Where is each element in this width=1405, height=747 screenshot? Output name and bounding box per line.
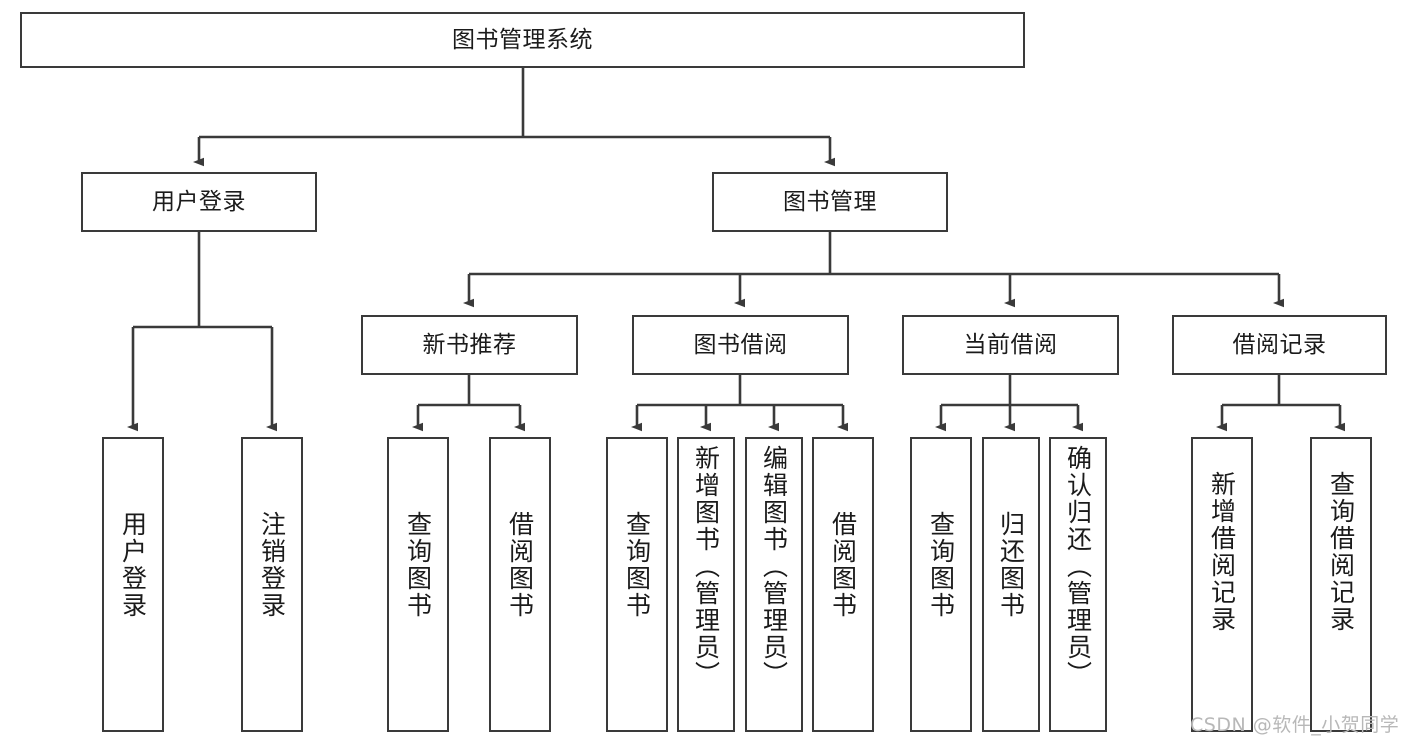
node-leaf-return-book-label: 归还图书 xyxy=(996,511,1026,619)
node-book-borrow-label: 图书借阅 xyxy=(693,331,788,358)
node-leaf-query-book-3[interactable]: 查询图书 xyxy=(910,437,972,732)
node-leaf-add-book-label: 新增图书（管理员） xyxy=(691,445,721,688)
node-leaf-logout-label: 注销登录 xyxy=(257,511,287,619)
node-leaf-query-record[interactable]: 查询借阅记录 xyxy=(1310,437,1372,732)
node-borrow-record[interactable]: 借阅记录 xyxy=(1172,315,1387,375)
node-leaf-query-book-2-label: 查询图书 xyxy=(622,511,652,619)
node-new-book-recommend-label: 新书推荐 xyxy=(422,331,517,358)
node-leaf-edit-book-label: 编辑图书（管理员） xyxy=(759,445,789,688)
node-new-book-recommend[interactable]: 新书推荐 xyxy=(361,315,578,375)
node-leaf-query-book-1[interactable]: 查询图书 xyxy=(387,437,449,732)
node-current-borrow[interactable]: 当前借阅 xyxy=(902,315,1119,375)
node-leaf-user-login-label: 用户登录 xyxy=(118,511,148,619)
node-leaf-query-book-3-label: 查询图书 xyxy=(926,511,956,619)
node-leaf-logout[interactable]: 注销登录 xyxy=(241,437,303,732)
node-leaf-borrow-book-2-label: 借阅图书 xyxy=(828,511,858,619)
node-leaf-confirm-return-label: 确认归还（管理员） xyxy=(1063,445,1093,688)
node-leaf-user-login[interactable]: 用户登录 xyxy=(102,437,164,732)
node-book-borrow[interactable]: 图书借阅 xyxy=(632,315,849,375)
node-root-label: 图书管理系统 xyxy=(452,26,593,53)
node-leaf-borrow-book-2[interactable]: 借阅图书 xyxy=(812,437,874,732)
node-leaf-add-book[interactable]: 新增图书（管理员） xyxy=(677,437,735,732)
node-leaf-query-record-label: 查询借阅记录 xyxy=(1326,471,1356,633)
node-leaf-query-book-1-label: 查询图书 xyxy=(403,511,433,619)
node-user-login-label: 用户登录 xyxy=(152,188,246,215)
node-leaf-confirm-return[interactable]: 确认归还（管理员） xyxy=(1049,437,1107,732)
node-root[interactable]: 图书管理系统 xyxy=(20,12,1025,68)
node-current-borrow-label: 当前借阅 xyxy=(963,331,1058,358)
node-leaf-borrow-book-1-label: 借阅图书 xyxy=(505,511,535,619)
csdn-watermark: CSDN @软件_小贺同学 xyxy=(1190,714,1400,736)
node-user-login[interactable]: 用户登录 xyxy=(81,172,317,232)
node-borrow-record-label: 借阅记录 xyxy=(1232,331,1327,358)
node-leaf-query-book-2[interactable]: 查询图书 xyxy=(606,437,668,732)
node-book-manage-label: 图书管理 xyxy=(783,188,877,215)
node-leaf-add-record-label: 新增借阅记录 xyxy=(1207,471,1237,633)
node-leaf-edit-book[interactable]: 编辑图书（管理员） xyxy=(745,437,803,732)
node-leaf-borrow-book-1[interactable]: 借阅图书 xyxy=(489,437,551,732)
node-book-manage[interactable]: 图书管理 xyxy=(712,172,948,232)
node-leaf-return-book[interactable]: 归还图书 xyxy=(982,437,1040,732)
node-leaf-add-record[interactable]: 新增借阅记录 xyxy=(1191,437,1253,732)
